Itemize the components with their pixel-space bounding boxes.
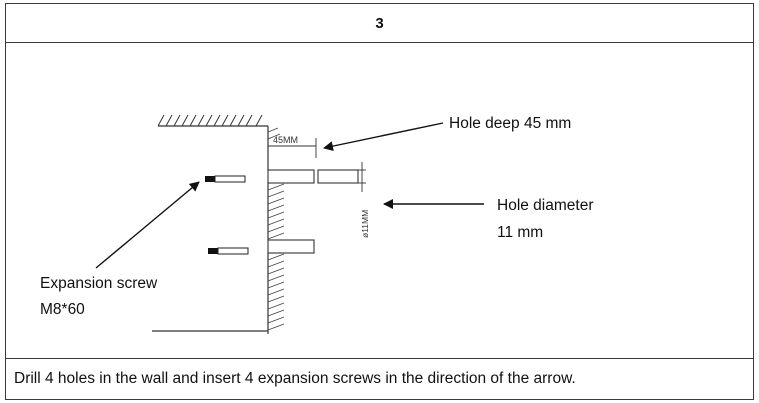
screw-callout-arrow: [95, 181, 200, 269]
instruction-text: Drill 4 holes in the wall and insert 4 e…: [14, 370, 576, 387]
diameter-callout-text-line1: Hole diameter: [497, 197, 594, 214]
ceiling-hatching: [157, 114, 263, 127]
diameter-dimension-label: ø11MM: [360, 210, 370, 238]
depth-dimension-label: 45MM: [273, 135, 298, 145]
depth-callout-text: Hole deep 45 mm: [449, 115, 571, 132]
wall-mounting-diagram: 45MM ø11MM: [40, 114, 594, 334]
expansion-screw-upper: [205, 175, 246, 183]
expansion-screw-lower: [208, 247, 249, 255]
diameter-callout-text-line2: 11 mm: [497, 224, 543, 241]
instruction-row: Drill 4 holes in the wall and insert 4 e…: [6, 358, 753, 399]
wall-hatching: [267, 127, 285, 331]
step-header: 3: [6, 4, 753, 43]
diagram-area: 45MM ø11MM: [6, 42, 753, 358]
drilled-hole-upper: [267, 169, 315, 184]
depth-callout-arrow: [323, 122, 444, 152]
drilled-hole-lower: [267, 239, 315, 254]
screw-callout-text-line2: M8*60: [40, 301, 85, 318]
screw-callout-text-line1: Expansion screw: [40, 275, 158, 292]
instruction-card: 3: [5, 3, 754, 400]
step-number: 3: [375, 14, 384, 32]
hole-section: [317, 169, 359, 184]
